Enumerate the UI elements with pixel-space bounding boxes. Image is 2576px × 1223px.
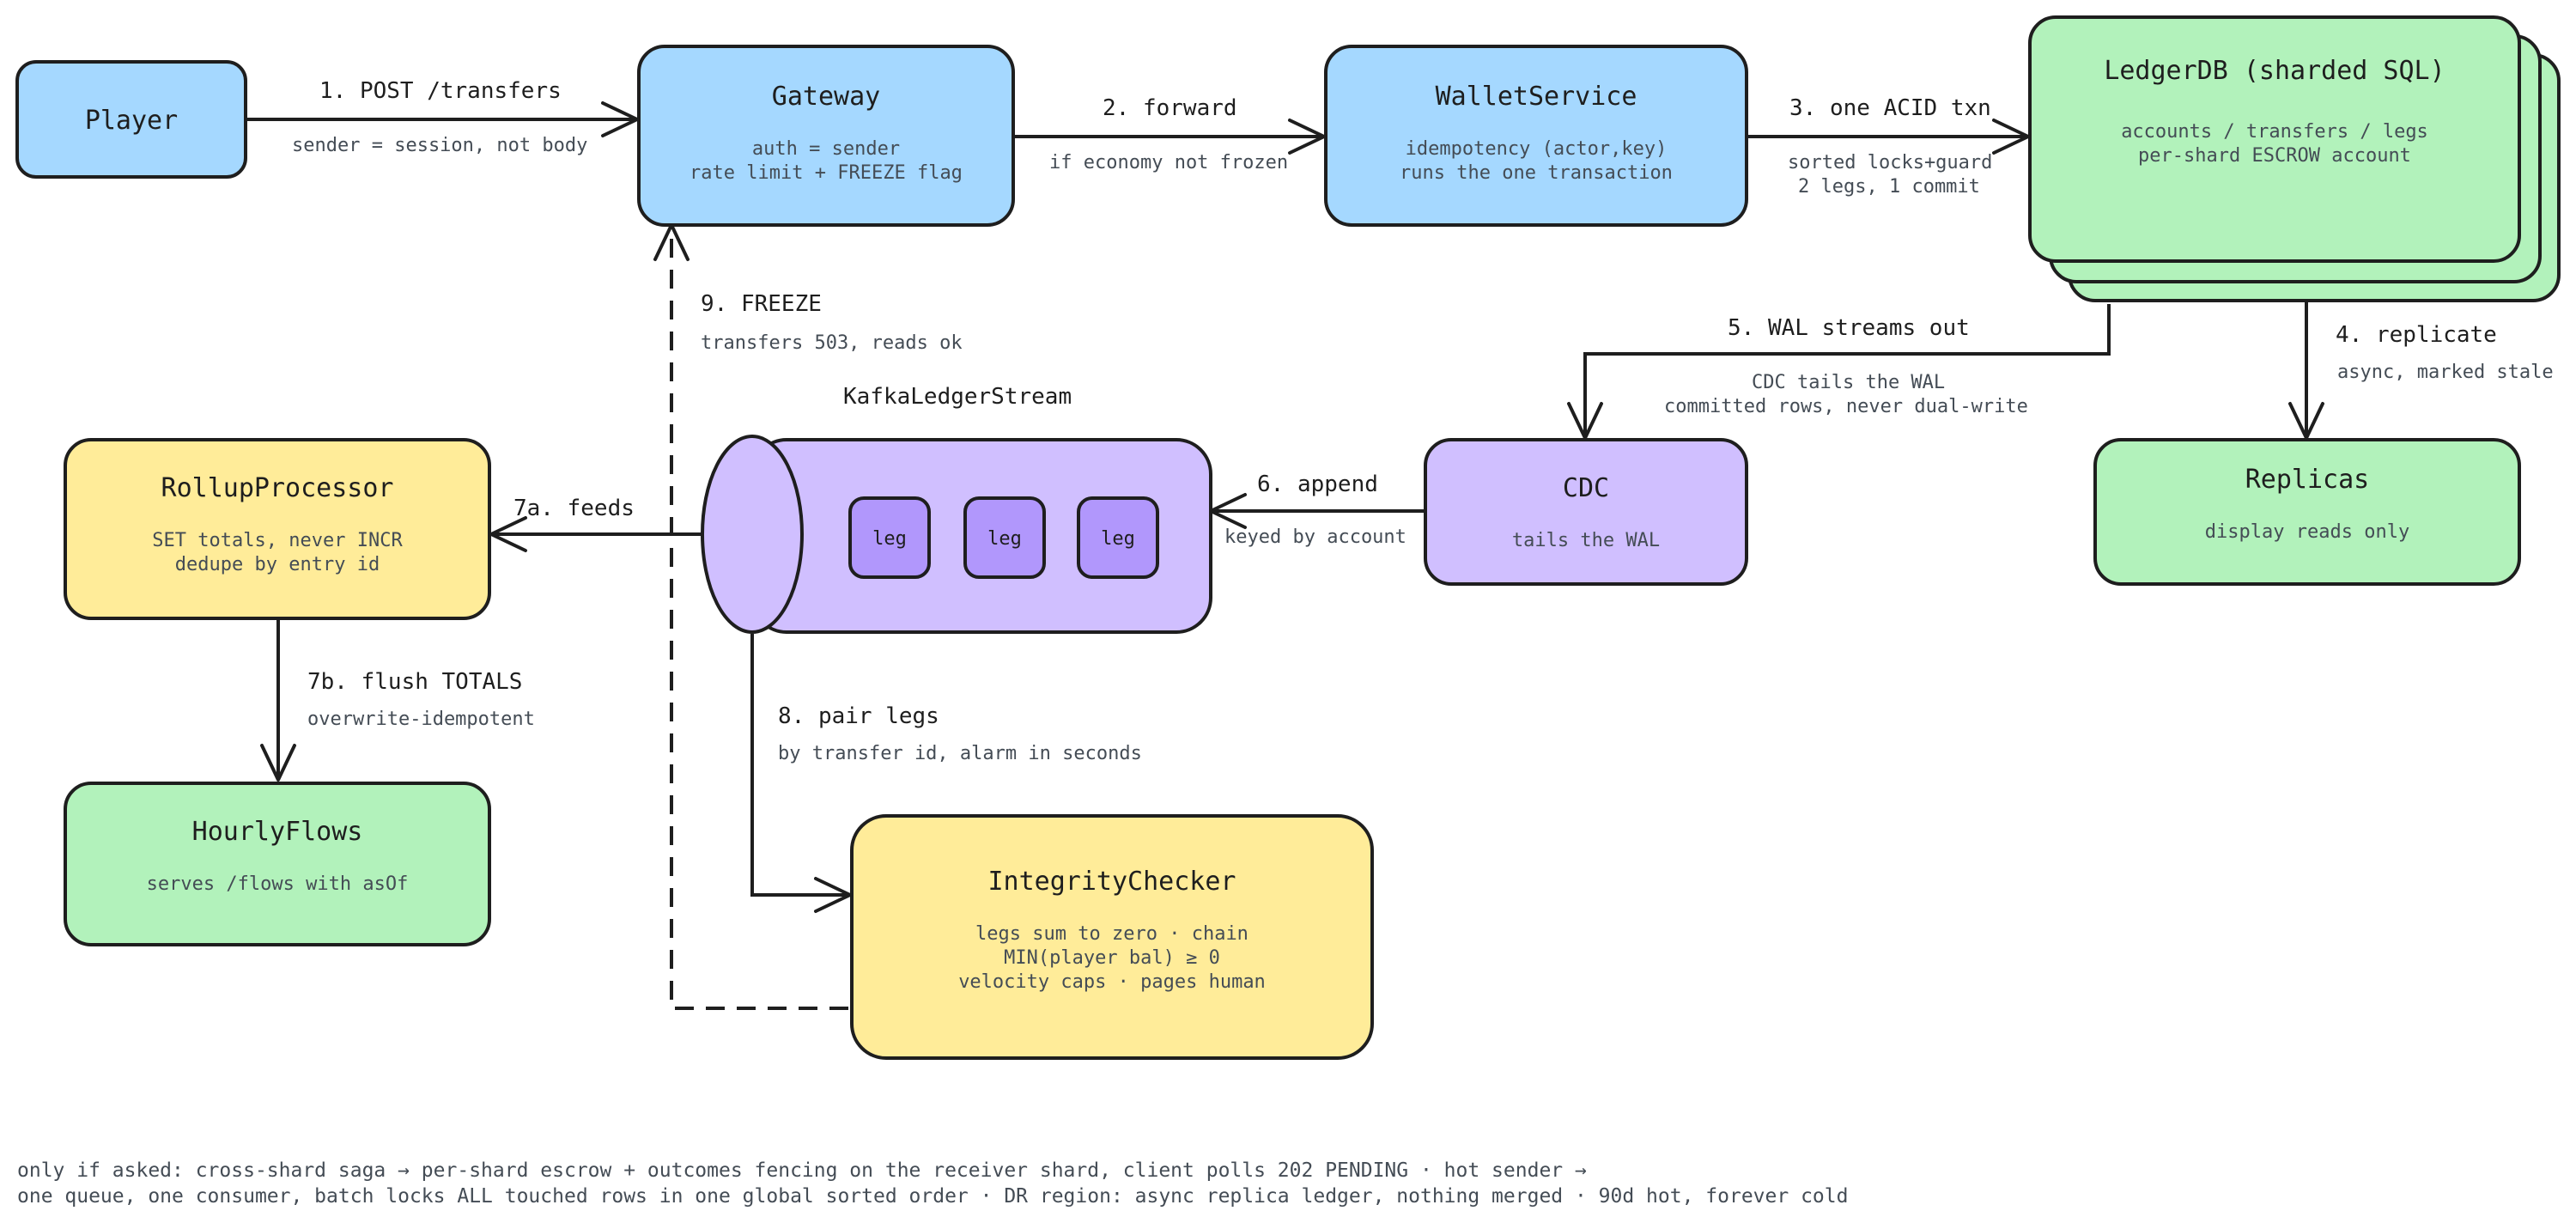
edge-8-note: by transfer id, alarm in seconds [778, 743, 1142, 764]
kafka-leg-label: leg [1101, 528, 1135, 550]
wallet-box [1324, 45, 1748, 227]
wallet-line: runs the one transaction [1400, 162, 1673, 184]
edge-1-label: 1. POST /transfers [319, 78, 562, 104]
edge-3-note: sorted locks+guard [1788, 152, 1992, 173]
ledgerdb-line: accounts / transfers / legs [2121, 121, 2428, 143]
edge-5-note: CDC tails the WAL [1752, 372, 1945, 393]
rollup-line: SET totals, never INCR [152, 530, 403, 551]
wallet-line: idempotency (actor,key) [1406, 138, 1668, 160]
edge-4-note: async, marked stale [2337, 362, 2554, 383]
replicas-title: Replicas [2245, 465, 2370, 495]
edge-8-label: 8. pair legs [778, 703, 939, 729]
edge-6-note: keyed by account [1224, 526, 1406, 548]
kafka-leg-box [1077, 496, 1159, 579]
hourly-title: HourlyFlows [192, 817, 363, 847]
node-cdc[interactable]: CDC tails the WAL [1424, 438, 1748, 586]
ledgerdb-box [2028, 15, 2521, 263]
player-box [15, 60, 247, 179]
kafka-leg: leg [1077, 496, 1159, 579]
node-player[interactable]: Player [15, 60, 247, 179]
edge-rollup-to-hourly [260, 618, 296, 782]
edge-4-label: 4. replicate [2336, 322, 2497, 348]
edge-gateway-to-wallet [1015, 119, 1326, 155]
gateway-title: Gateway [772, 82, 880, 112]
kafka-leg: leg [963, 496, 1046, 579]
node-kafka-ledger-stream[interactable]: KafkaLedgerStream leg leg leg [701, 384, 1212, 634]
footer-note-line-2: one queue, one consumer, batch locks ALL… [17, 1185, 1848, 1208]
edge-wallet-to-ledgerdb [1748, 119, 2030, 155]
edge-9-label: 9. FREEZE [701, 291, 822, 317]
edge-player-to-gateway [246, 101, 639, 137]
cdc-line: tails the WAL [1512, 530, 1660, 551]
edge-7b-label: 7b. flush TOTALS [307, 669, 522, 695]
edge-kafka-to-rollup [489, 516, 706, 552]
node-ledgerdb[interactable]: LedgerDB (sharded SQL) accounts / transf… [2028, 15, 2561, 302]
kafka-cap [701, 435, 804, 634]
wallet-title: WalletService [1436, 82, 1637, 112]
edge-7b-note: overwrite-idempotent [307, 709, 535, 730]
rollup-line: dedupe by entry id [175, 554, 380, 575]
kafka-leg-box [963, 496, 1046, 579]
kafka-leg-label: leg [872, 528, 907, 550]
integrity-line: velocity caps · pages human [958, 971, 1266, 993]
gateway-line: rate limit + FREEZE flag [690, 162, 963, 184]
edge-kafka-to-integrity [750, 634, 852, 913]
edge-3-note: 2 legs, 1 commit [1798, 176, 1980, 198]
hourly-line: serves /flows with asOf [147, 873, 409, 895]
edge-7a-label: 7a. feeds [513, 496, 635, 521]
rollup-box [64, 438, 491, 620]
node-gateway[interactable]: Gateway auth = sender rate limit + FREEZ… [637, 45, 1015, 227]
node-integrity-checker[interactable]: IntegrityChecker legs sum to zero · chai… [850, 814, 1374, 1060]
edge-3-label: 3. one ACID txn [1789, 95, 1991, 121]
cdc-box [1424, 438, 1748, 586]
node-hourly-flows[interactable]: HourlyFlows serves /flows with asOf [64, 782, 491, 946]
kafka-leg-box [848, 496, 931, 579]
cdc-title: CDC [1563, 473, 1609, 503]
footer-note-line-1: only if asked: cross-shard saga → per-sh… [17, 1159, 1587, 1182]
kafka-leg-label: leg [987, 528, 1022, 550]
integrity-box [850, 814, 1374, 1060]
node-replicas[interactable]: Replicas display reads only [2093, 438, 2521, 586]
edge-ledgerdb-to-replicas [2288, 301, 2324, 440]
replicas-line: display reads only [2205, 521, 2409, 543]
gateway-line: auth = sender [752, 138, 900, 160]
rollup-title: RollupProcessor [161, 473, 394, 503]
gateway-box [637, 45, 1015, 227]
integrity-line: MIN(player bal) ≥ 0 [1004, 947, 1220, 969]
edge-6-label: 6. append [1257, 472, 1378, 497]
ledgerdb-title: LedgerDB (sharded SQL) [2104, 56, 2445, 86]
hourly-box [64, 782, 491, 946]
player-title: Player [85, 106, 178, 136]
replicas-box [2093, 438, 2521, 586]
kafka-title: KafkaLedgerStream [843, 384, 1072, 410]
integrity-line: legs sum to zero · chain [975, 923, 1249, 945]
kafka-leg: leg [848, 496, 931, 579]
edge-2-label: 2. forward [1103, 95, 1237, 121]
edge-5-note: committed rows, never dual-write [1664, 396, 2028, 417]
node-wallet-service[interactable]: WalletService idempotency (actor,key) ru… [1324, 45, 1748, 227]
edge-2-note: if economy not frozen [1049, 152, 1288, 173]
edge-cdc-to-kafka [1209, 493, 1424, 529]
ledgerdb-line: per-shard ESCROW account [2138, 145, 2411, 167]
integrity-title: IntegrityChecker [988, 867, 1236, 897]
edge-5-label: 5. WAL streams out [1728, 315, 1970, 341]
edge-1-note: sender = session, not body [292, 135, 587, 156]
node-rollup-processor[interactable]: RollupProcessor SET totals, never INCR d… [64, 438, 491, 620]
edge-9-note: transfers 503, reads ok [701, 332, 963, 354]
